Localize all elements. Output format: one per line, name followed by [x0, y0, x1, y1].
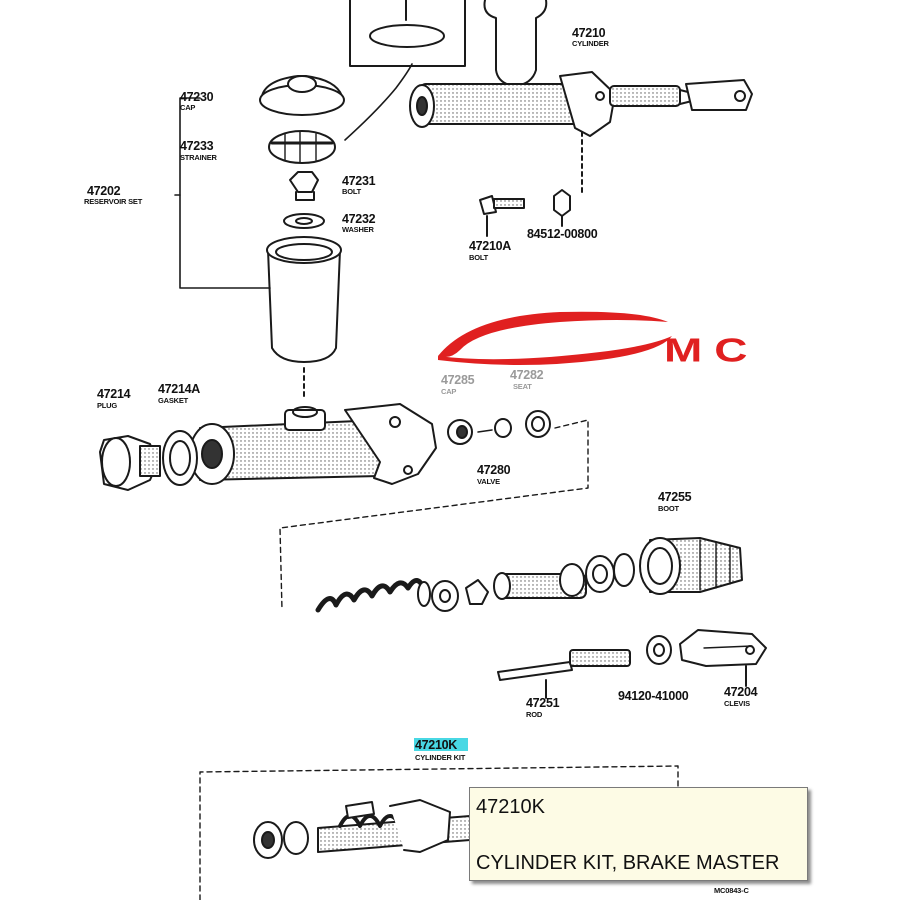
part-number[interactable]: 47280: [477, 463, 511, 477]
part-number[interactable]: 94120-41000: [618, 689, 689, 703]
spring-part[interactable]: [315, 578, 431, 613]
part-name: CLEVIS: [724, 699, 750, 708]
valve-part[interactable]: [477, 418, 512, 438]
watermark: MC: [438, 311, 760, 369]
labels: 47210 CYLINDER 47230 CAP 47233 STRAINER …: [84, 26, 758, 895]
highlight-box: [414, 738, 468, 751]
part-number[interactable]: 47232: [342, 212, 376, 226]
nut2-part[interactable]: [646, 635, 672, 665]
part-number[interactable]: 47210: [572, 26, 606, 40]
tooltip-part-description: CYLINDER KIT, BRAKE MASTER: [476, 852, 780, 874]
bolt2-part[interactable]: [479, 195, 525, 237]
boot-part[interactable]: [639, 537, 743, 595]
plug-part[interactable]: [99, 435, 161, 491]
inset-box: [349, 0, 466, 67]
part-name: BOLT: [469, 253, 489, 262]
part-name: CYLINDER: [572, 39, 610, 48]
part-number[interactable]: 47204: [724, 685, 758, 699]
part-name: GASKET: [158, 396, 189, 405]
part-name: ROD: [526, 710, 543, 719]
seat-part[interactable]: [525, 410, 551, 438]
part-number[interactable]: 47214A: [158, 382, 201, 396]
washer-part[interactable]: [283, 213, 325, 229]
part-number-highlighted[interactable]: 47210K: [415, 738, 458, 752]
part-name: CYLINDER KIT: [415, 753, 466, 762]
nut-part[interactable]: [553, 189, 571, 227]
cap2-part[interactable]: [447, 419, 473, 445]
part-number[interactable]: 47202: [87, 184, 121, 198]
part-number[interactable]: 47285: [441, 373, 475, 387]
part-tooltip: 47210K CYLINDER KIT, BRAKE MASTER: [469, 787, 808, 881]
watermark-text: MC: [664, 333, 760, 369]
reservoir-part[interactable]: [266, 236, 342, 399]
cap-part[interactable]: [259, 75, 345, 116]
part-number[interactable]: 47231: [342, 174, 376, 188]
kit-box: [199, 765, 679, 900]
diagram-code: MC0843-C: [714, 886, 749, 895]
cylinder-part[interactable]: [409, 0, 753, 196]
part-name: BOLT: [342, 187, 362, 196]
piston-part[interactable]: [493, 553, 635, 600]
part-number[interactable]: 47255: [658, 490, 692, 504]
part-name: PLUG: [97, 401, 117, 410]
tooltip-part-code: 47210K: [476, 796, 545, 818]
strainer-part[interactable]: [268, 130, 336, 164]
part-name: SEAT: [513, 382, 532, 391]
part-number[interactable]: 47210A: [469, 239, 512, 253]
part-name: RESERVOIR SET: [84, 197, 143, 206]
master-cylinder-body[interactable]: [189, 403, 437, 485]
clevis-part[interactable]: [679, 629, 767, 687]
part-name: CAP: [180, 103, 195, 112]
rod-part[interactable]: [497, 649, 631, 699]
part-number[interactable]: 47233: [180, 139, 214, 153]
part-number[interactable]: 47251: [526, 696, 560, 710]
part-name: VALVE: [477, 477, 500, 486]
bolt-part[interactable]: [289, 171, 319, 201]
part-name: CAP: [441, 387, 456, 396]
part-name: BOOT: [658, 504, 679, 513]
part-name: WASHER: [342, 225, 375, 234]
part-number[interactable]: 47230: [180, 90, 214, 104]
part-number[interactable]: 47214: [97, 387, 131, 401]
part-name: STRAINER: [180, 153, 218, 162]
part-number[interactable]: 47282: [510, 368, 544, 382]
part-number[interactable]: 84512-00800: [527, 227, 598, 241]
gasket-part[interactable]: [162, 430, 198, 486]
